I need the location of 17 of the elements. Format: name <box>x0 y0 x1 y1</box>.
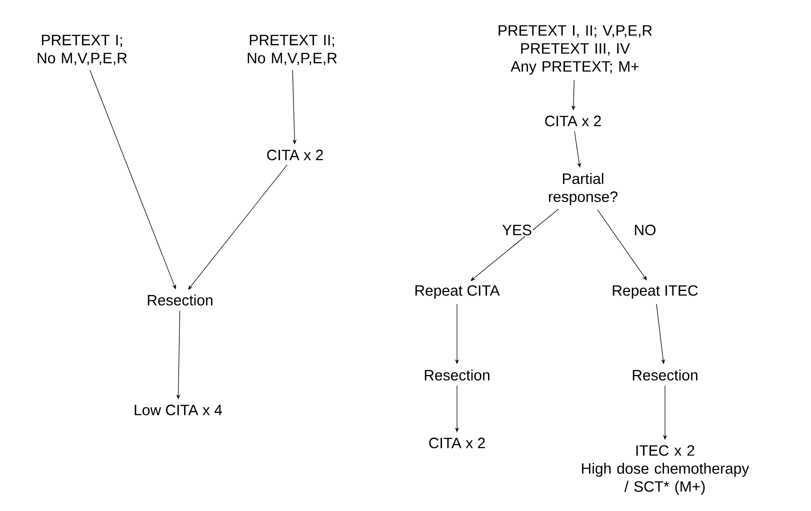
flow-text: PRETEXT I, II; V,P,E,R PRETEXT III, IV Any PRETEXT; M+ <box>498 25 652 75</box>
flow-text: CITA x 2 <box>267 150 323 160</box>
flow-text: PRETEXT II; No M,V,P,E,R <box>248 34 337 66</box>
edge-label: NO <box>632 224 658 236</box>
flow-text: CITA x 2 <box>429 438 485 448</box>
arrow <box>90 70 176 290</box>
flow-text: Resection <box>148 294 212 306</box>
flow-text: Low CITA x 4 <box>134 404 222 416</box>
flow-text: Resection <box>424 369 490 380</box>
flow-text: CITA x 2 <box>545 116 601 126</box>
flow-text: ITEC x 2 High dose chemotherapy / SCT* (M+) <box>582 445 750 495</box>
edge-label: YES <box>501 224 533 236</box>
flow-text: PRETEXT I; No M,V,P,E,R <box>38 34 127 66</box>
flow-text: Resection <box>632 369 698 380</box>
flow-text: Repeat ITEC <box>612 285 698 299</box>
flow-text: Partial response? <box>548 173 618 205</box>
flow-text: Repeat CITA <box>415 285 500 299</box>
